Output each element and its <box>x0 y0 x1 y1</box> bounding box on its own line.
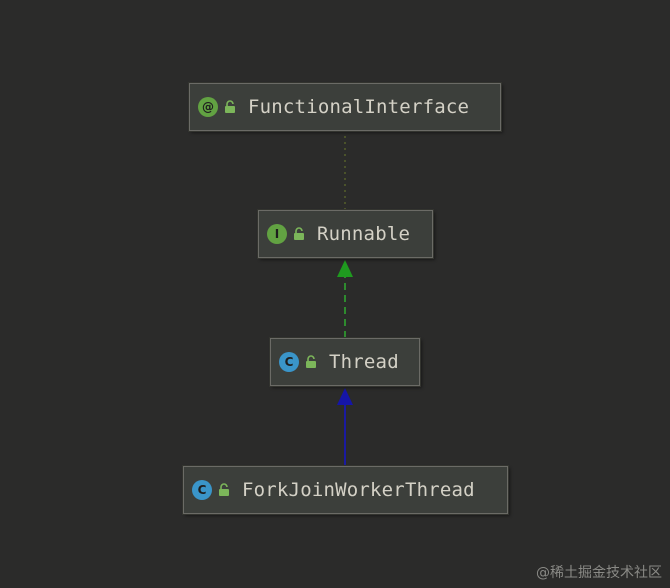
implements-arrowhead <box>337 260 353 277</box>
extends-arrowhead <box>337 388 353 405</box>
interface-icon: I <box>267 224 287 244</box>
watermark: @稀土掘金技术社区 <box>536 565 662 581</box>
lock-open-icon <box>224 100 236 114</box>
node-fork-join-worker-thread[interactable]: C ForkJoinWorkerThread <box>183 466 508 514</box>
lock-open-icon <box>305 355 317 369</box>
lock-open-icon <box>293 227 305 241</box>
annotation-icon: @ <box>198 97 218 117</box>
node-thread[interactable]: C Thread <box>270 338 420 386</box>
node-label: Thread <box>329 351 399 373</box>
class-icon: C <box>279 352 299 372</box>
node-label: Runnable <box>317 223 411 245</box>
node-functional-interface[interactable]: @ FunctionalInterface <box>189 83 501 131</box>
class-icon: C <box>192 480 212 500</box>
node-label: FunctionalInterface <box>248 96 470 118</box>
lock-open-icon <box>218 483 230 497</box>
node-label: ForkJoinWorkerThread <box>242 479 475 501</box>
node-runnable[interactable]: I Runnable <box>258 210 433 258</box>
